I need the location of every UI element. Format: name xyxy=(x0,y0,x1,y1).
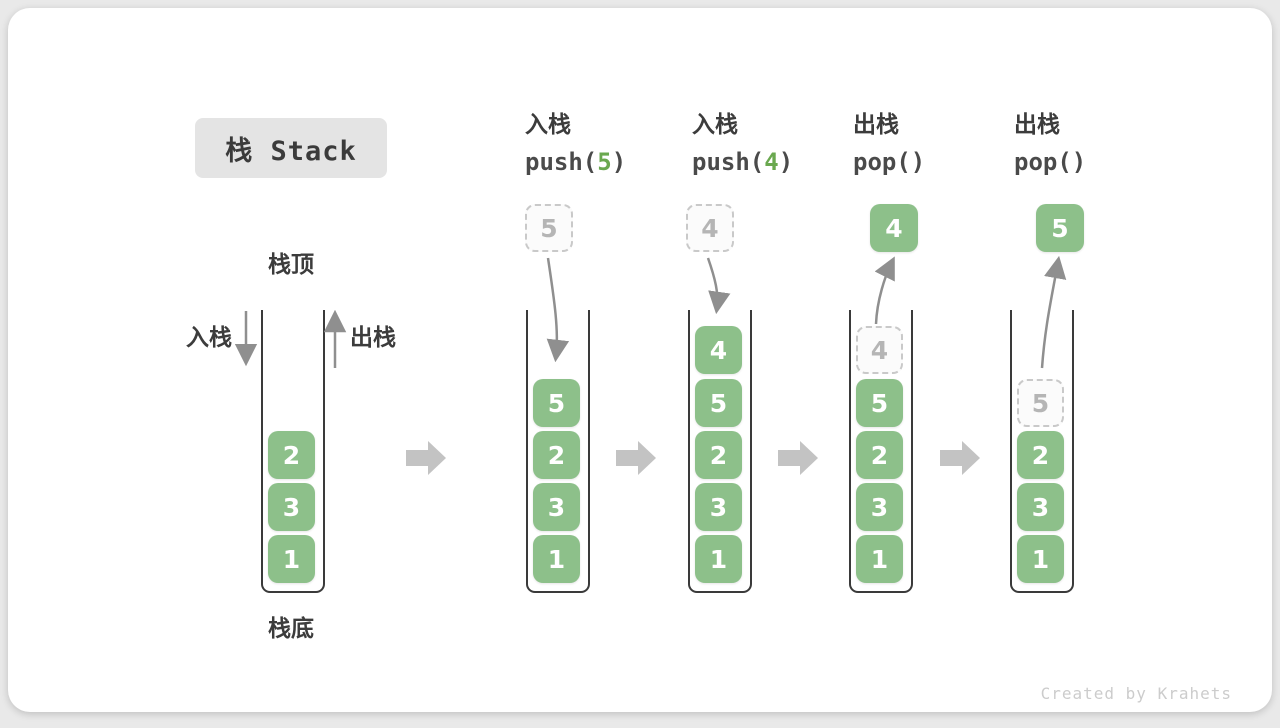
stack-state-after-push-4: 4 5 2 3 1 xyxy=(688,310,752,593)
stack-cell: 4 xyxy=(695,326,742,374)
operation-code: pop() xyxy=(1014,148,1087,176)
operation-name: 出栈 xyxy=(853,112,899,138)
stack-cell: 3 xyxy=(1017,483,1064,531)
operation-code: push(4) xyxy=(692,148,794,176)
floating-cell-push-5: 5 xyxy=(525,204,573,252)
stack-top-label: 栈顶 xyxy=(268,252,314,278)
stack-cell: 1 xyxy=(695,535,742,583)
stack-cell: 3 xyxy=(268,483,315,531)
stack-bottom-label: 栈底 xyxy=(268,616,314,642)
next-step-arrow-icon xyxy=(616,441,656,475)
operation-name: 入栈 xyxy=(692,112,738,138)
stack-cell: 3 xyxy=(533,483,580,531)
next-step-arrow-icon xyxy=(940,441,980,475)
stack-cell: 1 xyxy=(268,535,315,583)
diagram-card: 栈 Stack 入栈 push(5) 入栈 push(4) 出栈 pop() 出… xyxy=(8,8,1272,712)
operation-label-push-4: 入栈 push(4) xyxy=(692,112,794,176)
watermark: Created by Krahets xyxy=(1040,684,1232,703)
diagram-title: 栈 Stack xyxy=(195,118,387,178)
stack-state-after-push-5: 5 2 3 1 xyxy=(526,310,590,593)
push-direction-label: 入栈 xyxy=(186,325,232,351)
stack-cell: 1 xyxy=(1017,535,1064,583)
stack-state-after-pop-4: 4 5 2 3 1 xyxy=(849,310,913,593)
stack-cell: 5 xyxy=(533,379,580,427)
stack-cell: 1 xyxy=(533,535,580,583)
operation-name: 出栈 xyxy=(1014,112,1060,138)
operation-label-pop-2: 出栈 pop() xyxy=(1014,112,1087,176)
operation-code: push(5) xyxy=(525,148,627,176)
stack-cell: 2 xyxy=(856,431,903,479)
stack-state-after-pop-5: 5 2 3 1 xyxy=(1010,310,1074,593)
operation-name: 入栈 xyxy=(525,112,571,138)
arrows-overlay xyxy=(234,255,1067,475)
stack-cell-ghost: 5 xyxy=(1017,379,1064,427)
operation-label-pop-1: 出栈 pop() xyxy=(853,112,926,176)
stack-cell: 2 xyxy=(533,431,580,479)
stack-state-initial: 2 3 1 xyxy=(261,310,325,593)
operation-code: pop() xyxy=(853,148,926,176)
floating-cell-popped-4: 4 xyxy=(870,204,918,252)
stack-cell: 2 xyxy=(268,431,315,479)
operation-label-push-5: 入栈 push(5) xyxy=(525,112,627,176)
push-arrow-icon xyxy=(706,257,731,315)
next-step-arrow-icon xyxy=(778,441,818,475)
stack-cell-ghost: 4 xyxy=(856,326,903,374)
stack-cell: 3 xyxy=(856,483,903,531)
next-step-arrow-icon xyxy=(406,441,446,475)
pop-direction-label: 出栈 xyxy=(350,325,396,351)
stack-cell: 5 xyxy=(695,379,742,427)
stack-cell: 2 xyxy=(1017,431,1064,479)
stack-cell: 5 xyxy=(856,379,903,427)
floating-cell-push-4: 4 xyxy=(686,204,734,252)
stack-cell: 1 xyxy=(856,535,903,583)
stack-cell: 3 xyxy=(695,483,742,531)
floating-cell-popped-5: 5 xyxy=(1036,204,1084,252)
stack-cell: 2 xyxy=(695,431,742,479)
